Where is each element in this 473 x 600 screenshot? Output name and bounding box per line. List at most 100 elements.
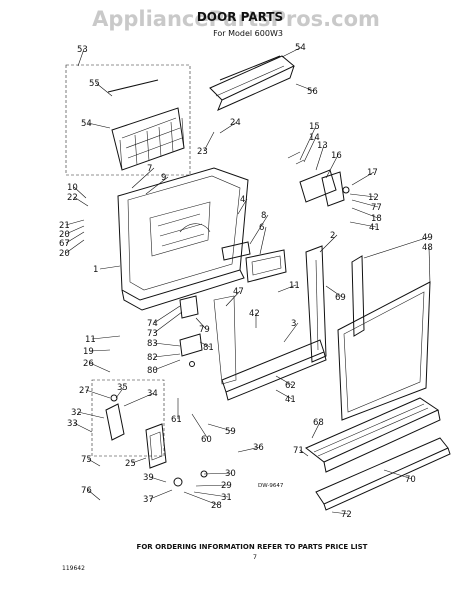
leader-line [153, 305, 181, 324]
callout-19: 19 [83, 347, 94, 357]
callout-41: 41 [285, 395, 296, 405]
leader-line [183, 491, 219, 506]
callout-1: 1 [93, 265, 98, 275]
inner-door-panel [117, 167, 249, 311]
callout-39: 39 [143, 473, 154, 483]
callout-81: 81 [203, 343, 214, 353]
leader-line [225, 290, 241, 307]
callout-28: 28 [211, 501, 222, 511]
callout-55: 55 [89, 79, 100, 89]
bottom-trim-rail [213, 295, 327, 401]
callout-22: 22 [67, 193, 78, 203]
leader-line [149, 489, 173, 500]
leader-line [195, 484, 229, 487]
callout-10: 10 [67, 183, 78, 193]
callout-71: 71 [293, 446, 304, 456]
leader-line [87, 458, 101, 467]
heat-shield-inset [65, 64, 191, 176]
leader-line [199, 341, 211, 348]
callout-73: 73 [147, 329, 158, 339]
leader-line [299, 449, 309, 457]
hinge-assembly [179, 295, 203, 367]
leader-line [428, 246, 431, 285]
leader-line [65, 231, 85, 244]
leader-line [351, 207, 379, 219]
diagram-title: DOOR PARTS [197, 10, 283, 24]
leader-line [73, 196, 89, 207]
callout-25: 25 [125, 459, 136, 469]
latch-assembly [287, 151, 350, 207]
callout-21: 21 [59, 221, 70, 231]
leader-line [203, 472, 233, 475]
watermark: AppliancePartsPros.com [92, 7, 380, 31]
callout-33: 33 [67, 419, 78, 429]
leader-line [77, 48, 85, 67]
callout-20: 20 [59, 249, 70, 259]
vent-grille-part [209, 55, 295, 111]
callout-13: 13 [317, 141, 328, 151]
door-switch-part [145, 423, 208, 487]
leader-line [145, 176, 169, 195]
leader-line [219, 121, 238, 134]
callout-67: 67 [59, 239, 70, 249]
leader-line [331, 511, 349, 515]
callout-59: 59 [225, 427, 236, 437]
leader-line [237, 198, 248, 215]
callout-80: 80 [147, 366, 158, 376]
callout-70: 70 [405, 475, 416, 485]
callout-3: 3 [291, 319, 296, 329]
leader-line [65, 219, 85, 226]
callout-37: 37 [143, 495, 154, 505]
leader-line [275, 375, 293, 386]
callout-32: 32 [71, 408, 82, 418]
footer-note: FOR ORDERING INFORMATION REFER TO PARTS … [137, 543, 368, 551]
leader-line [311, 421, 321, 439]
leader-line [193, 491, 229, 498]
callout-15: 15 [309, 122, 320, 132]
leader-line [249, 214, 269, 245]
kick-plate-grille [305, 397, 441, 473]
leader-line [73, 186, 87, 199]
leader-line [363, 236, 430, 259]
leader-line [237, 446, 261, 453]
callout-8: 8 [261, 211, 266, 221]
callout-54: 54 [81, 119, 92, 129]
callout-30: 30 [225, 469, 236, 479]
callout-11: 11 [85, 335, 96, 345]
leader-line [191, 413, 209, 440]
model-subtitle: For Model 600W3 [213, 29, 283, 38]
callout-53: 53 [77, 45, 88, 55]
callout-36: 36 [253, 443, 264, 453]
callout-27: 27 [79, 386, 90, 396]
callout-31: 31 [221, 493, 232, 503]
leader-line [325, 154, 339, 179]
leader-line [207, 423, 233, 432]
leader-line [351, 171, 375, 186]
leader-line [153, 342, 181, 347]
callout-18: 18 [371, 214, 382, 224]
leader-line [153, 311, 183, 334]
leader-line [281, 46, 303, 58]
drawing-number: DW-9647 [258, 483, 284, 489]
leader-line [131, 167, 155, 189]
callout-9: 9 [161, 173, 166, 183]
callout-41: 41 [369, 223, 380, 233]
leader-line [77, 411, 105, 419]
leader-line [153, 353, 181, 358]
leader-line [299, 125, 317, 161]
leader-line [89, 362, 111, 373]
callout-77: 77 [371, 203, 382, 213]
leader-line [303, 136, 317, 163]
leader-line [73, 422, 93, 433]
callout-23: 23 [197, 147, 208, 157]
leader-line [351, 199, 379, 208]
callout-48: 48 [422, 243, 433, 253]
leader-line [131, 457, 147, 464]
doc-code: 119642 [62, 565, 85, 572]
leader-line [283, 322, 299, 343]
callout-26: 26 [83, 359, 94, 369]
outer-door-panel [337, 255, 431, 421]
leader-line [383, 469, 413, 480]
